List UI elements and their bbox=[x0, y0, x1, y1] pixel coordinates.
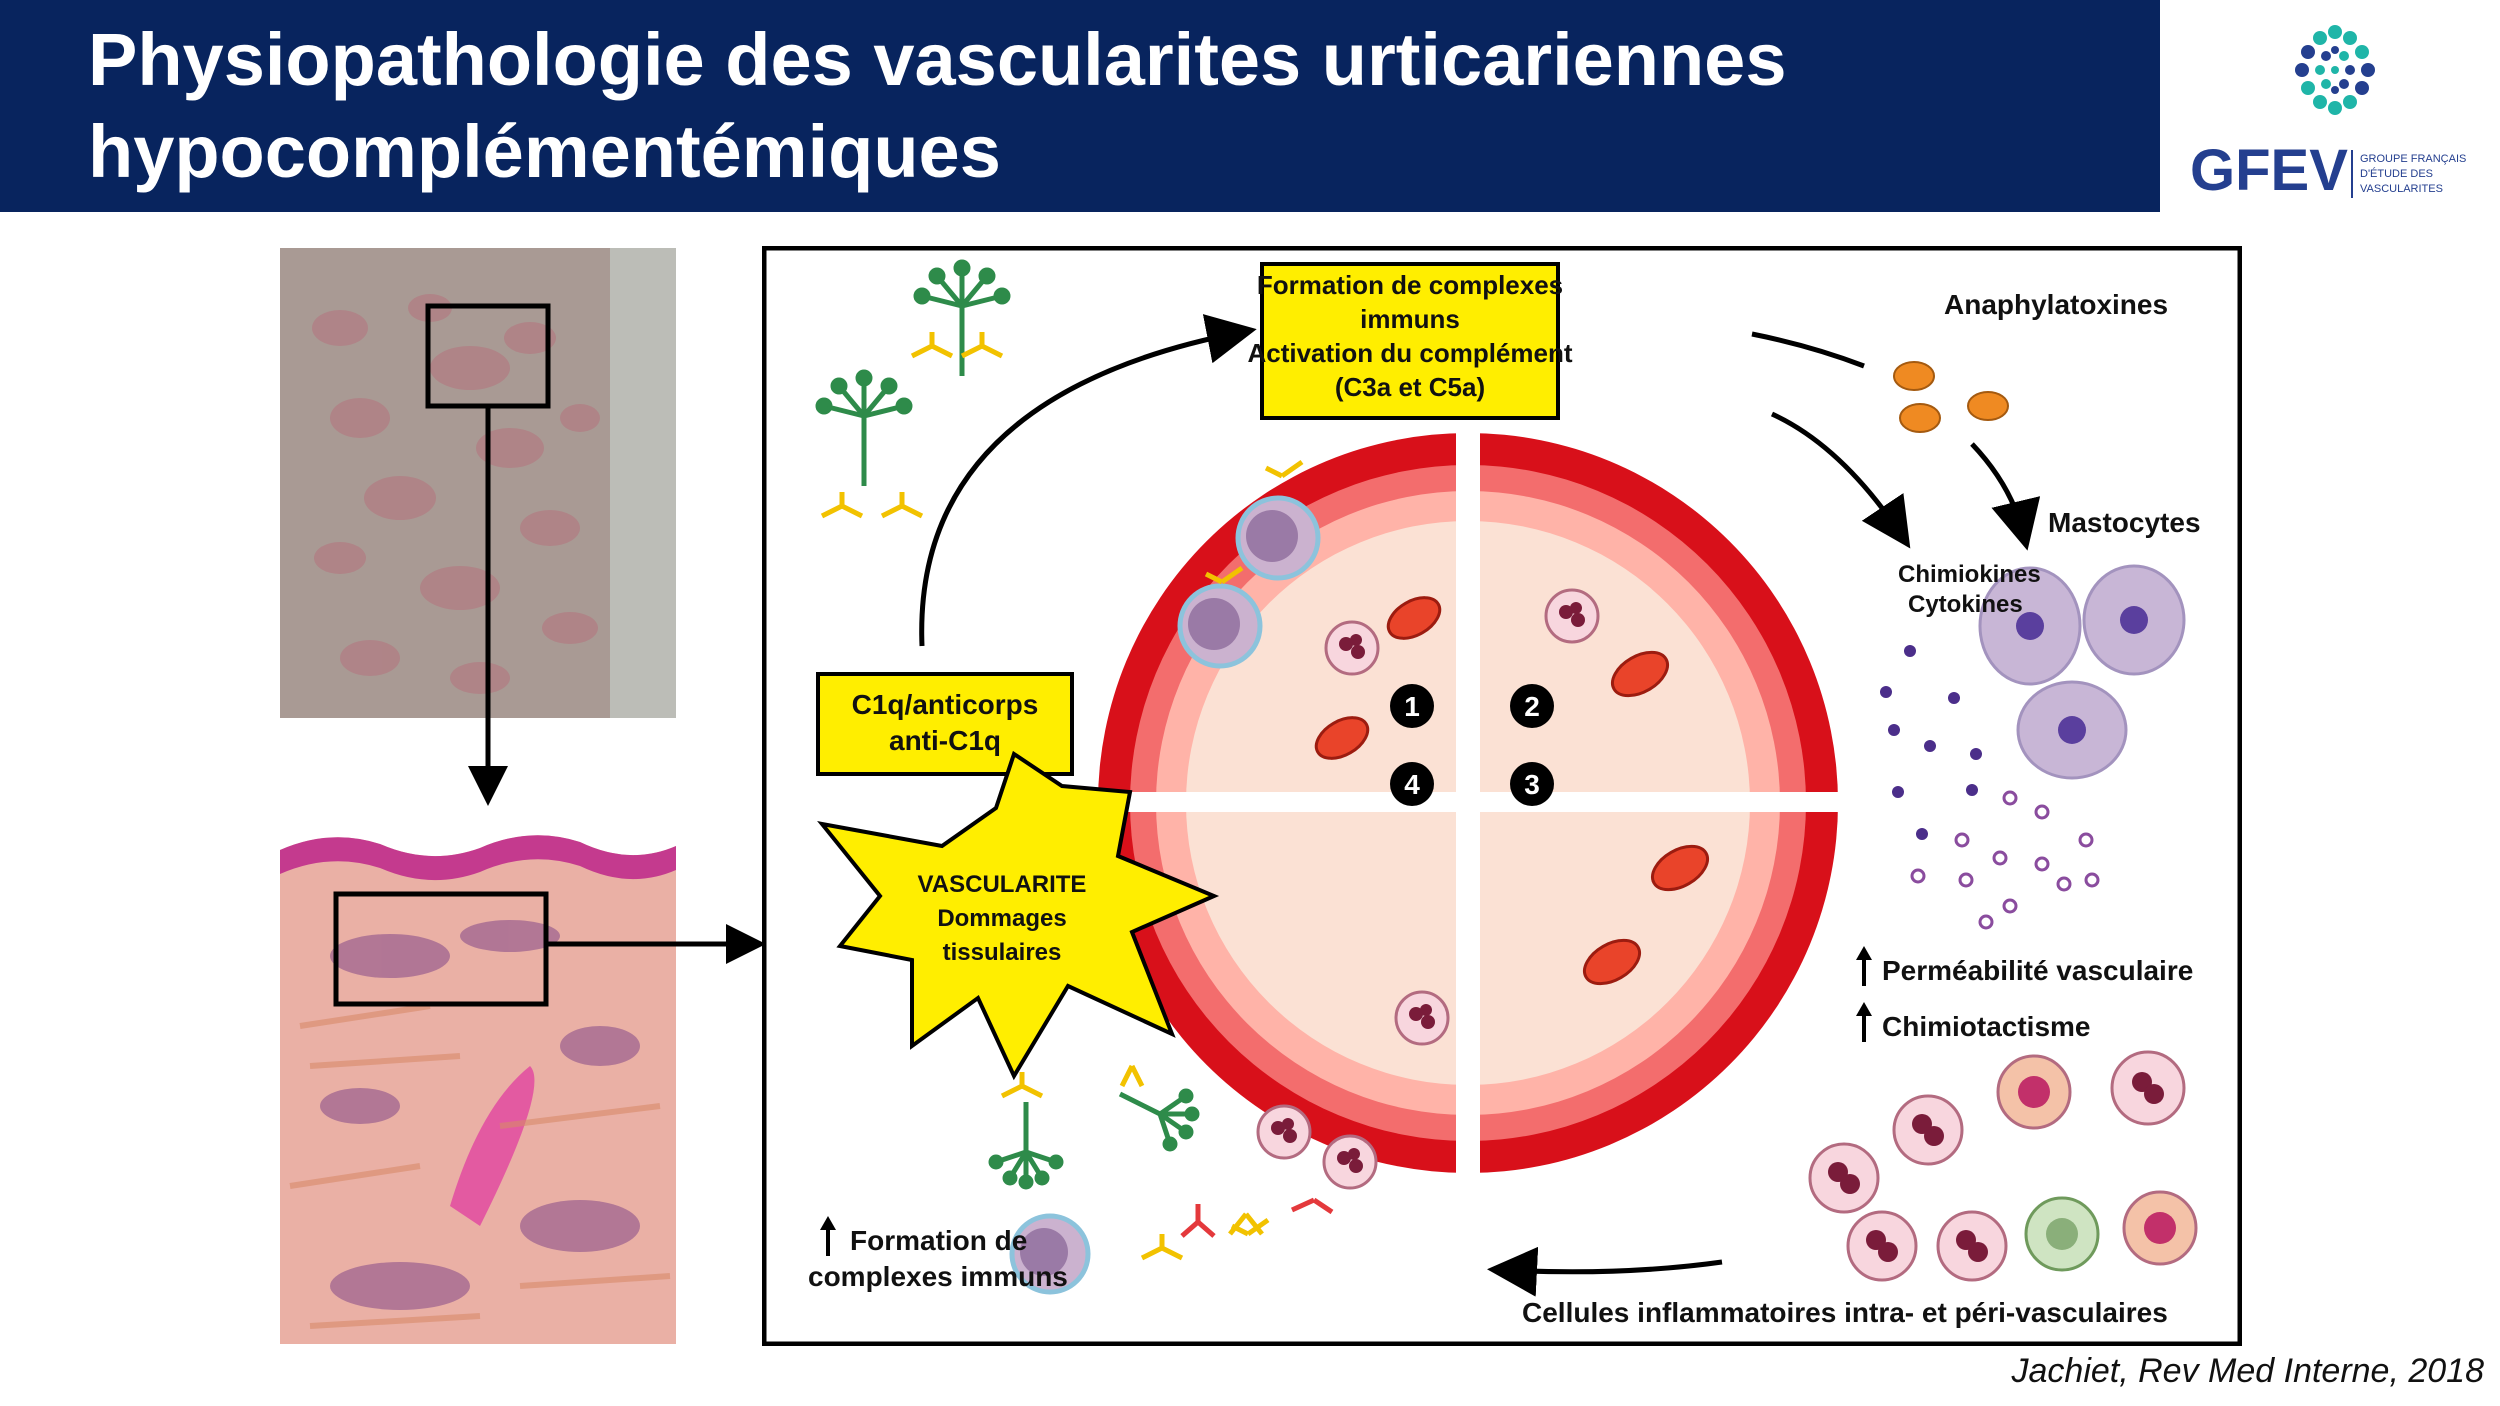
inflammatory-cells bbox=[1808, 1050, 2198, 1282]
red-blood-cells bbox=[1314, 596, 1709, 986]
c1q-line-2: anti-C1q bbox=[889, 725, 1001, 756]
histology-image bbox=[280, 806, 676, 1344]
vasculite-line-2: Dommages bbox=[937, 905, 1066, 932]
complexes-line-2: immuns bbox=[1360, 304, 1460, 334]
logo-subtitle-1: GROUPE FRANÇAIS bbox=[2360, 153, 2466, 165]
logo-subtitle-3: VASCULARITES bbox=[2360, 183, 2443, 195]
step-2: 2 bbox=[1524, 691, 1540, 722]
vessel-section bbox=[450, 1066, 535, 1226]
step-1: 1 bbox=[1404, 691, 1420, 722]
pathophysiology-diagram: 1 2 3 4 bbox=[762, 246, 2242, 1346]
arrow-to-anaphylatoxins bbox=[1751, 331, 1865, 369]
arrow-to-mastocytes bbox=[1970, 442, 2041, 551]
complexes-line-4: (C3a et C5a) bbox=[1335, 372, 1485, 402]
formation-complexes-line-1: Formation de bbox=[850, 1225, 1027, 1256]
step-3: 3 bbox=[1524, 769, 1540, 800]
monocytes bbox=[1009, 495, 1321, 1295]
complexes-line-1: Formation de complexes bbox=[1257, 270, 1563, 300]
anaphylatoxins bbox=[1893, 361, 2009, 433]
skin-lesion-photo bbox=[280, 248, 676, 718]
anaphylatoxines-label: Anaphylatoxines bbox=[1944, 289, 2168, 320]
vasculite-burst bbox=[817, 750, 1220, 1081]
arrow-to-complexes bbox=[919, 314, 1257, 647]
c1q-box bbox=[816, 672, 1074, 776]
logo-dots-icon bbox=[2295, 25, 2375, 115]
arrow-to-complex-formation bbox=[1487, 1246, 1723, 1297]
up-arrow-icon bbox=[1856, 946, 1872, 986]
arrow-to-chemokines bbox=[1770, 411, 1911, 549]
gfev-logo: GFEV GROUPE FRANÇAIS D'ÉTUDE DES VASCULA… bbox=[2190, 25, 2466, 203]
urticarial-plaques bbox=[312, 294, 600, 694]
zoom-box-histology bbox=[333, 891, 549, 1007]
complexes-box bbox=[1260, 262, 1560, 420]
neutrophils bbox=[1256, 588, 1600, 1190]
step-badges: 1 2 3 4 bbox=[1390, 684, 1554, 806]
c1q-line-1: C1q/anticorps bbox=[852, 689, 1039, 720]
citation: Jachiet, Rev Med Interne, 2018 bbox=[2011, 1352, 2485, 1390]
permeabilite-label: Perméabilité vasculaire bbox=[1882, 955, 2193, 986]
vasculite-line-3: tissulaires bbox=[943, 939, 1062, 966]
step-4: 4 bbox=[1404, 769, 1420, 800]
slide-title: Physiopathologie des vascularites urtica… bbox=[88, 14, 2128, 198]
chimiotactisme-label: Chimiotactisme bbox=[1882, 1011, 2091, 1042]
chimiokines-label: Chimiokines bbox=[1898, 561, 2041, 588]
title-line-2: hypocomplémentémiques bbox=[88, 110, 1001, 193]
title-line-1: Physiopathologie des vascularites urtica… bbox=[88, 18, 1787, 101]
up-arrow-icon bbox=[820, 1216, 836, 1256]
complexes-line-3: Activation du complément bbox=[1247, 338, 1572, 368]
title-bar: Physiopathologie des vascularites urtica… bbox=[0, 0, 2160, 212]
mastocytes bbox=[1978, 564, 2186, 780]
logo-acronym: GFEV bbox=[2190, 138, 2348, 203]
cytokines-label: Cytokines bbox=[1908, 591, 2023, 618]
cellules-inflammatoires-label: Cellules inflammatoires intra- et péri-v… bbox=[1522, 1297, 2168, 1328]
logo-subtitle-2: D'ÉTUDE DES bbox=[2360, 167, 2433, 180]
up-arrow-icon bbox=[1856, 1002, 1872, 1042]
inflammatory-infiltrate bbox=[320, 920, 640, 1310]
c1q-molecule-icons bbox=[815, 259, 1200, 1190]
formation-complexes-line-2: complexes immuns bbox=[808, 1261, 1068, 1292]
antibody-icons bbox=[820, 332, 1304, 1261]
chemokine-dots bbox=[1880, 645, 2100, 930]
mastocytes-label: Mastocytes bbox=[2048, 507, 2201, 538]
flow-arrows bbox=[919, 314, 2041, 1297]
vasculite-line-1: VASCULARITE bbox=[918, 871, 1087, 898]
